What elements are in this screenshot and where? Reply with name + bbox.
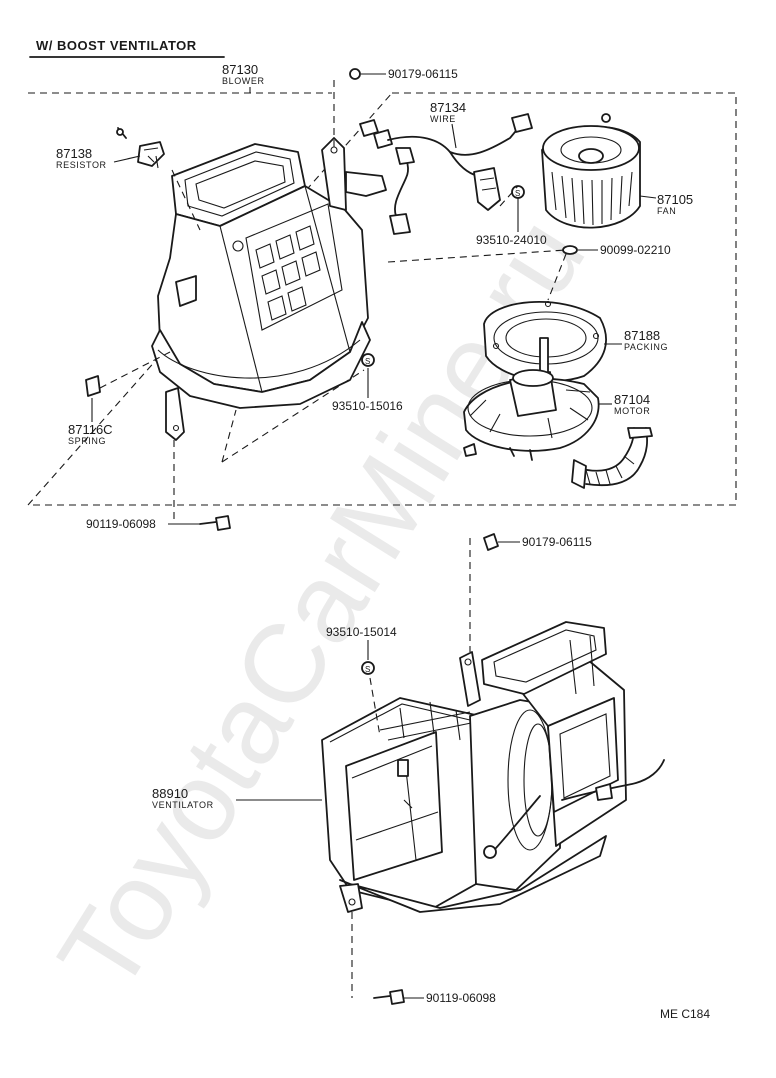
wire-harness-drawing	[359, 113, 533, 235]
fan-drawing	[541, 113, 641, 229]
svg-text:90179-06115: 90179-06115	[522, 535, 592, 549]
label-87105-fan: 87105 FAN	[639, 192, 693, 216]
label-87188-packing: 87188 PACKING	[604, 328, 668, 352]
svg-text:87116C: 87116C	[68, 422, 113, 437]
clip-93510-15014-drawing: S	[361, 661, 375, 675]
diagram-heading: W/ BOOST VENTILATOR	[36, 38, 197, 53]
motor-drawing	[463, 369, 653, 489]
svg-text:S: S	[365, 357, 370, 366]
screw-top-drawing	[349, 68, 361, 80]
blower-case-drawing	[151, 137, 387, 441]
svg-text:RESISTOR: RESISTOR	[56, 160, 107, 170]
svg-text:88910: 88910	[152, 786, 188, 801]
resistor-drawing	[116, 127, 165, 169]
packing-drawing	[483, 300, 607, 383]
svg-text:87105: 87105	[657, 192, 693, 207]
clip-93510-24010-drawing: S	[511, 185, 525, 199]
label-93510-15014: 93510-15014	[326, 625, 397, 660]
svg-text:FAN: FAN	[657, 206, 676, 216]
svg-text:93510-15016: 93510-15016	[332, 399, 403, 413]
svg-text:93510-15014: 93510-15014	[326, 625, 397, 639]
bolt-upper-drawing	[199, 515, 231, 531]
bolt-lower-drawing	[373, 989, 405, 1005]
label-90179-06115-lower: 90179-06115	[498, 535, 592, 549]
label-93510-24010: 93510-24010	[476, 198, 547, 247]
svg-text:87188: 87188	[624, 328, 660, 343]
label-87116c-spring: 87116C SPRING	[68, 398, 113, 446]
blower-assembly-frame	[26, 92, 737, 506]
svg-text:S: S	[365, 665, 370, 674]
washer-90099-02210-drawing	[562, 245, 578, 255]
lower-assembly-lines	[351, 538, 471, 998]
label-87134-wire: 87134 WIRE	[430, 100, 466, 149]
clip-93510-15016-drawing: S	[361, 353, 375, 367]
svg-text:SPRING: SPRING	[68, 436, 106, 446]
svg-text:VENTILATOR: VENTILATOR	[152, 800, 214, 810]
svg-text:87134: 87134	[430, 100, 466, 115]
svg-text:90119-06098: 90119-06098	[86, 517, 156, 531]
svg-text:MOTOR: MOTOR	[614, 406, 650, 416]
diagram-code: ME C184	[660, 1007, 710, 1021]
label-90179-06115-top: 90179-06115	[361, 67, 458, 81]
svg-text:87130: 87130	[222, 62, 258, 77]
svg-text:90179-06115: 90179-06115	[388, 67, 458, 81]
screw-lower-drawing	[483, 533, 499, 551]
label-87138-resistor: 87138 RESISTOR	[56, 146, 141, 170]
label-88910-ventilator: 88910 VENTILATOR	[152, 786, 322, 810]
svg-text:87138: 87138	[56, 146, 92, 161]
svg-text:87104: 87104	[614, 392, 650, 407]
label-87104-motor: 87104 MOTOR	[598, 392, 650, 416]
upper-assembly-lines	[99, 80, 567, 520]
svg-text:90099-02210: 90099-02210	[600, 243, 671, 257]
spring-87116c-drawing	[85, 375, 101, 397]
svg-text:WIRE: WIRE	[430, 114, 456, 124]
label-90119-06098-upper: 90119-06098	[86, 517, 200, 531]
svg-text:S: S	[515, 189, 520, 198]
svg-text:90119-06098: 90119-06098	[426, 991, 496, 1005]
label-90099-02210: 90099-02210	[578, 243, 671, 257]
svg-text:BLOWER: BLOWER	[222, 76, 265, 86]
label-93510-15016: 93510-15016	[332, 368, 403, 413]
svg-text:PACKING: PACKING	[624, 342, 668, 352]
svg-text:93510-24010: 93510-24010	[476, 233, 547, 247]
label-90119-06098-lower: 90119-06098	[404, 991, 496, 1005]
ventilator-drawing	[321, 621, 665, 913]
label-87130-blower: 87130 BLOWER	[222, 62, 265, 93]
